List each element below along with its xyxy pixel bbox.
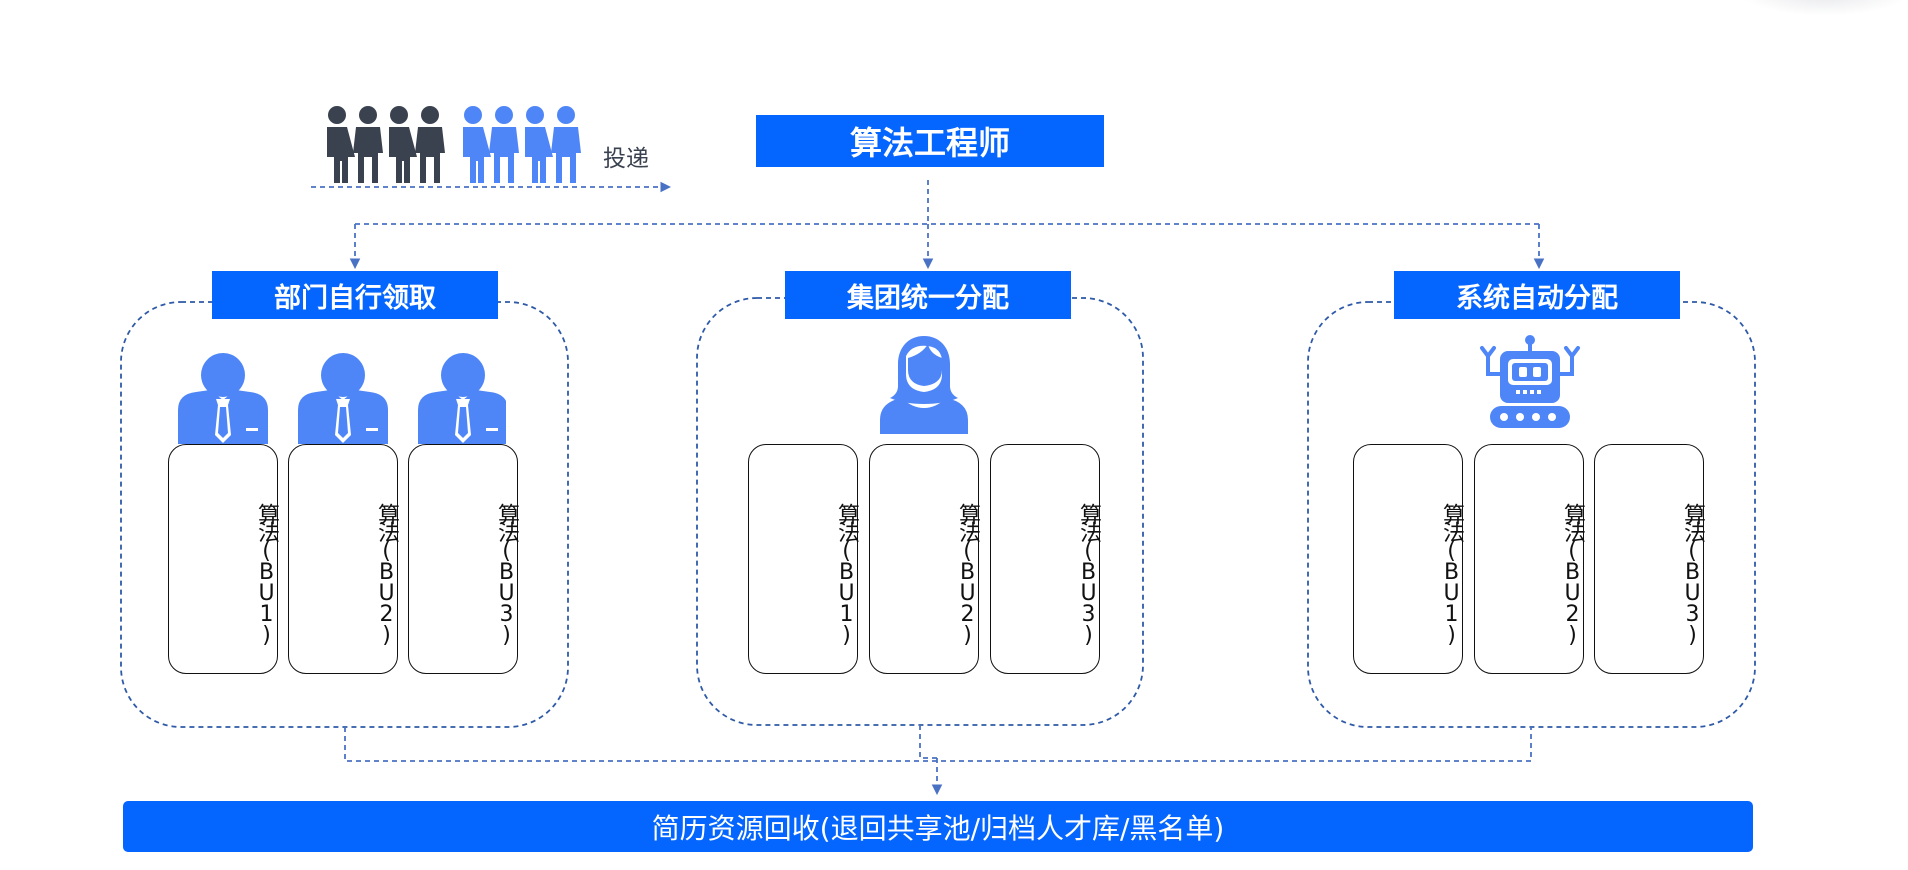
bu-card-label: 算法(BU2) [955, 503, 980, 644]
bu-card: 算法(BU1) [1353, 444, 1464, 674]
bu-card-label: 算法(BU2) [374, 503, 399, 644]
bu-card-label: 算法(BU3) [494, 503, 519, 644]
bu-card: 算法(BU1) [168, 444, 279, 674]
merge-center [919, 725, 937, 759]
business-person-icon [178, 353, 506, 444]
bu-card: 算法(BU3) [408, 444, 519, 674]
group-label-system: 系统自动分配 [1394, 271, 1680, 319]
robot-icon [1480, 335, 1580, 428]
group-label-corporate: 集团统一分配 [785, 271, 1071, 319]
woman-icon [880, 336, 968, 434]
bu-card-label: 算法(BU1) [834, 503, 859, 644]
bu-card-label: 算法(BU1) [1439, 503, 1464, 644]
bu-card-label: 算法(BU1) [254, 503, 279, 644]
bu-card: 算法(BU3) [990, 444, 1101, 674]
decorative-shadow [1740, 0, 1908, 16]
group-label-department: 部门自行领取 [212, 271, 498, 319]
bu-card-label: 算法(BU3) [1076, 503, 1101, 644]
deliver-label: 投递 [603, 146, 649, 172]
bu-card: 算法(BU2) [288, 444, 399, 674]
candidates-crowd-icon [327, 106, 581, 183]
merge-connector [344, 727, 1532, 762]
bu-card-label: 算法(BU2) [1560, 503, 1585, 644]
bu-card: 算法(BU2) [869, 444, 980, 674]
bu-card-label: 算法(BU3) [1680, 503, 1705, 644]
bu-card: 算法(BU3) [1594, 444, 1705, 674]
bu-card: 算法(BU1) [748, 444, 859, 674]
bu-card: 算法(BU2) [1474, 444, 1585, 674]
role-title: 算法工程师 [756, 115, 1104, 167]
resume-recycling-bar: 简历资源回收(退回共享池/归档人才库/黑名单) [123, 801, 1753, 852]
